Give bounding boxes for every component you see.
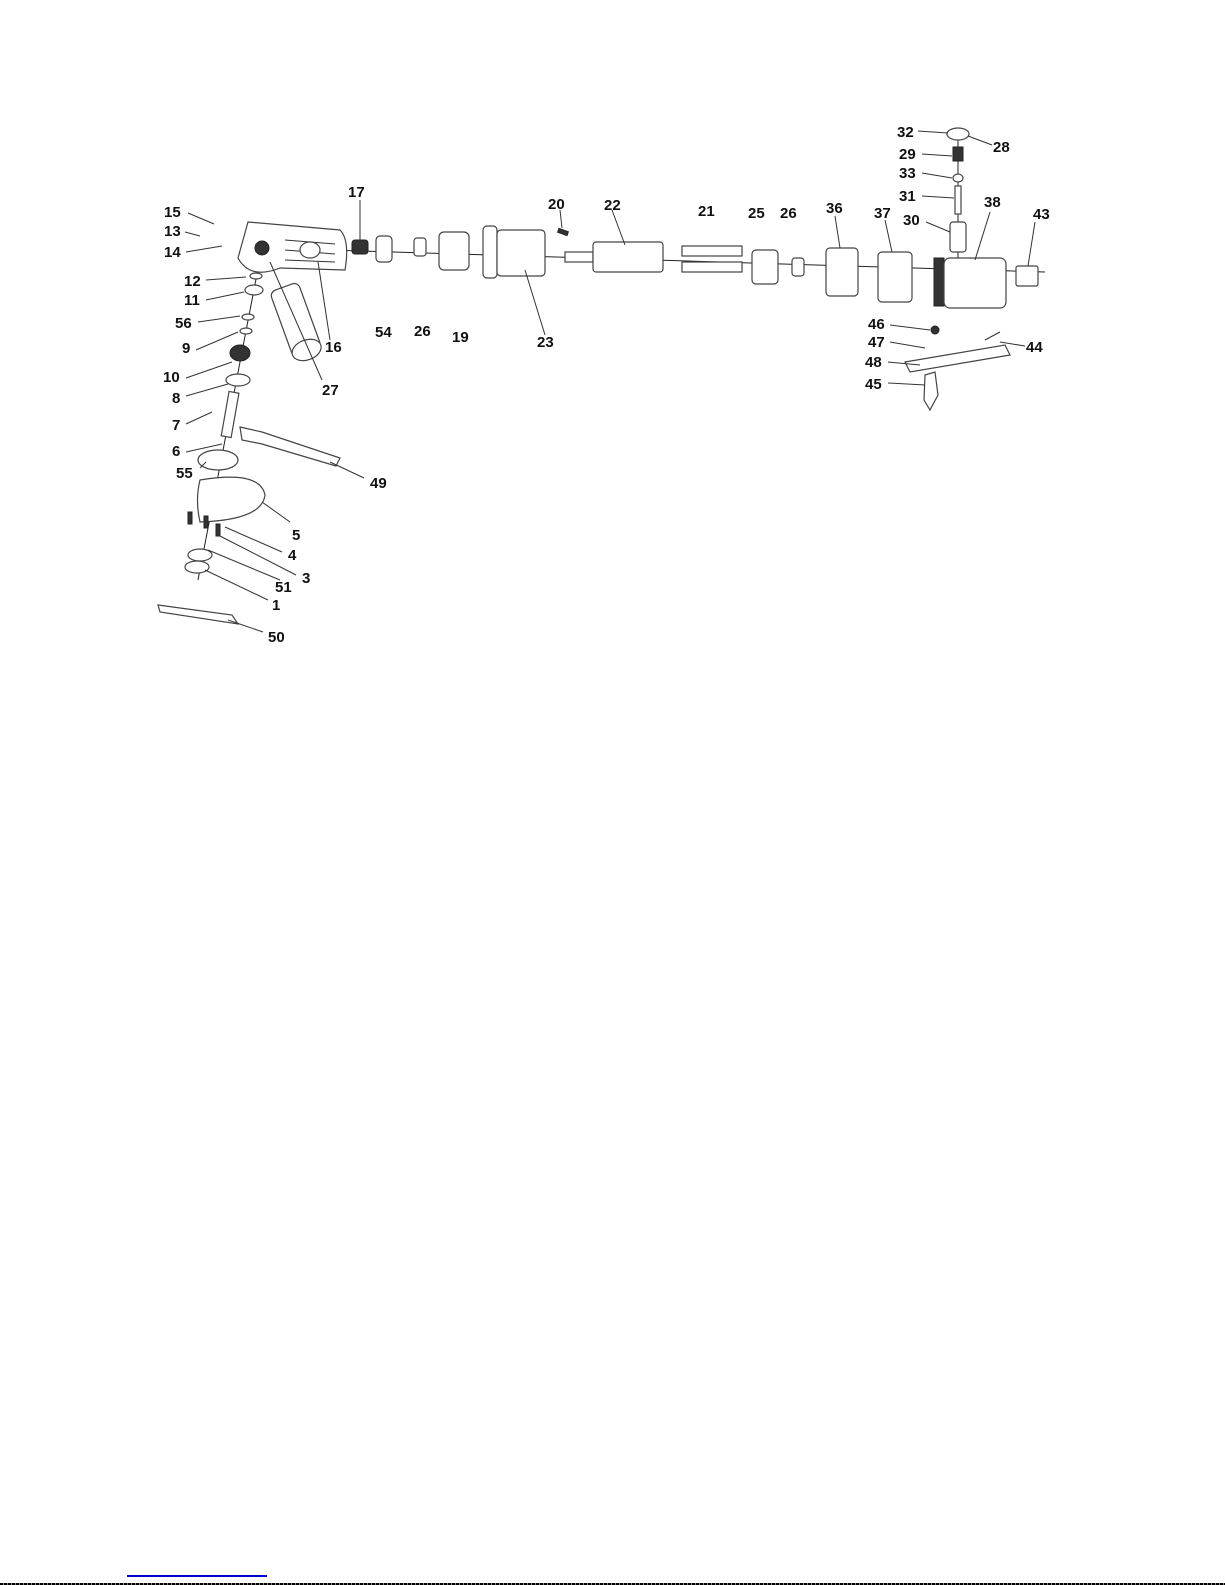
callout-7: 7	[172, 417, 180, 434]
callout-5: 5	[292, 527, 300, 544]
leader-lines	[184, 130, 1036, 633]
callout-6: 6	[172, 443, 180, 460]
callout-27: 27	[322, 382, 339, 399]
callout-8: 8	[172, 390, 180, 407]
cap-32	[946, 127, 970, 141]
callout-48: 48	[865, 354, 882, 371]
callout-51: 51	[275, 579, 292, 596]
callout-10: 10	[163, 369, 180, 386]
throttle-lever	[904, 325, 1011, 412]
callout-21: 21	[698, 203, 715, 220]
callout-37: 37	[874, 205, 891, 222]
callout-15: 15	[164, 204, 181, 221]
callout-36: 36	[826, 200, 843, 217]
housing-ring-36	[825, 247, 859, 297]
wrench-49	[239, 426, 341, 467]
bearing-11	[244, 284, 264, 296]
nut-1	[184, 560, 210, 574]
bushing-30	[949, 221, 967, 253]
callout-33: 33	[899, 165, 916, 182]
seal-33	[952, 173, 964, 183]
bearing-26b	[791, 257, 805, 277]
callout-4: 4	[288, 547, 297, 564]
plate-55	[197, 449, 239, 471]
callout-1: 1	[272, 597, 280, 614]
screws	[187, 511, 193, 525]
spring-29	[952, 146, 964, 162]
head-housing	[237, 221, 348, 273]
wrench-50	[157, 604, 240, 625]
callout-23: 23	[537, 334, 554, 351]
pin-20	[556, 227, 570, 237]
washer-12	[249, 272, 263, 280]
callout-22: 22	[604, 197, 621, 214]
callout-11: 11	[184, 292, 200, 309]
gear	[351, 239, 369, 255]
callout-26b: 26	[780, 205, 797, 222]
callout-56: 56	[175, 315, 192, 332]
callout-26a: 26	[414, 323, 431, 340]
spindle-6	[220, 390, 240, 439]
callout-38: 38	[984, 194, 1001, 211]
callout-43: 43	[1033, 206, 1050, 223]
guard-5	[196, 476, 266, 523]
callout-46: 46	[868, 316, 885, 333]
screw-3	[215, 523, 221, 537]
footer-rule	[0, 1583, 1225, 1585]
callout-19: 19	[452, 329, 469, 346]
callout-17: 17	[348, 184, 365, 201]
callout-32: 32	[897, 124, 914, 141]
callout-45: 45	[865, 376, 882, 393]
callout-25: 25	[748, 205, 765, 222]
callout-47: 47	[868, 334, 885, 351]
footer-link-underline[interactable]	[127, 1575, 267, 1577]
callout-28: 28	[993, 139, 1010, 156]
stem-31	[954, 185, 962, 215]
callout-30: 30	[903, 212, 920, 229]
callout-14: 14	[164, 244, 181, 261]
callout-55: 55	[176, 465, 193, 482]
screw-4	[203, 515, 209, 529]
nut-37	[877, 251, 913, 303]
callout-12: 12	[184, 273, 201, 290]
oring-56	[241, 313, 255, 321]
bevel-gear-10	[229, 344, 251, 362]
callout-3: 3	[302, 570, 310, 587]
bearing-8	[225, 373, 251, 387]
rotor	[564, 241, 664, 273]
callout-49: 49	[370, 475, 387, 492]
callout-29: 29	[899, 146, 916, 163]
valve-body	[933, 257, 1007, 309]
callout-54: 54	[375, 324, 392, 341]
callout-31: 31	[899, 188, 916, 205]
flange-51	[187, 548, 213, 562]
cylinder	[482, 225, 546, 279]
callout-13: 13	[164, 223, 181, 240]
callout-9: 9	[182, 340, 190, 357]
callout-44: 44	[1026, 339, 1043, 356]
oring-9	[239, 327, 253, 335]
callout-20: 20	[548, 196, 565, 213]
end-plate-19	[438, 231, 470, 271]
vanes	[681, 245, 743, 273]
inlet-43	[1015, 265, 1039, 287]
bearing-54	[375, 235, 393, 263]
callout-16: 16	[325, 339, 342, 356]
end-plate-25	[751, 249, 779, 285]
callout-50: 50	[268, 629, 285, 646]
bearing-26a	[413, 237, 427, 257]
